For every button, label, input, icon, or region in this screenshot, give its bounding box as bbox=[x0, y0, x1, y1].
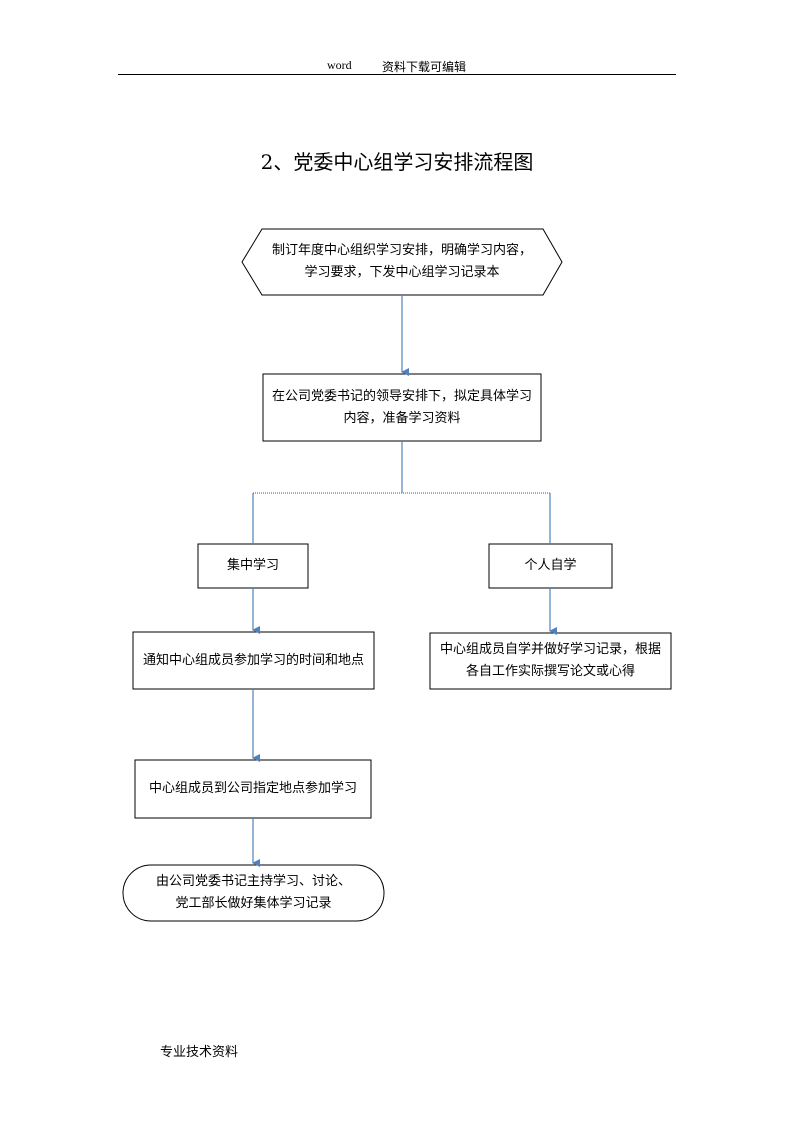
header-word: word bbox=[327, 58, 352, 72]
central-text: 集中学习 bbox=[226, 558, 279, 573]
self-text: 个人自学 bbox=[524, 558, 577, 573]
attend-text: 中心组成员到公司指定地点参加学习 bbox=[148, 781, 357, 796]
notify-text: 通知中心组成员参加学习的时间和地点 bbox=[142, 652, 364, 668]
start-text: 制订年度中心组织学习安排，明确学习内容，学习要求，下发中心组学习记录本 bbox=[271, 243, 532, 280]
start-shape bbox=[241, 228, 563, 296]
prepare-text: 在公司党委书记的领导安排下，拟定具体学习内容，准备学习资料 bbox=[271, 388, 532, 426]
self-record-text: 中心组成员自学并做好学习记录，根据各自工作实际撰写论文或心得 bbox=[439, 642, 661, 679]
attend-box bbox=[134, 759, 372, 819]
page-header: word 资料下载可编辑 bbox=[118, 54, 676, 75]
end-text: 由公司党委书记主持学习、讨论、党工部长做好集体学习记录 bbox=[156, 874, 352, 911]
page-footer: 专业技术资料 bbox=[160, 1045, 239, 1060]
header-subtitle: 资料下载可编辑 bbox=[382, 60, 467, 74]
page-title: 2、党委中心组学习安排流程图 bbox=[260, 150, 534, 174]
